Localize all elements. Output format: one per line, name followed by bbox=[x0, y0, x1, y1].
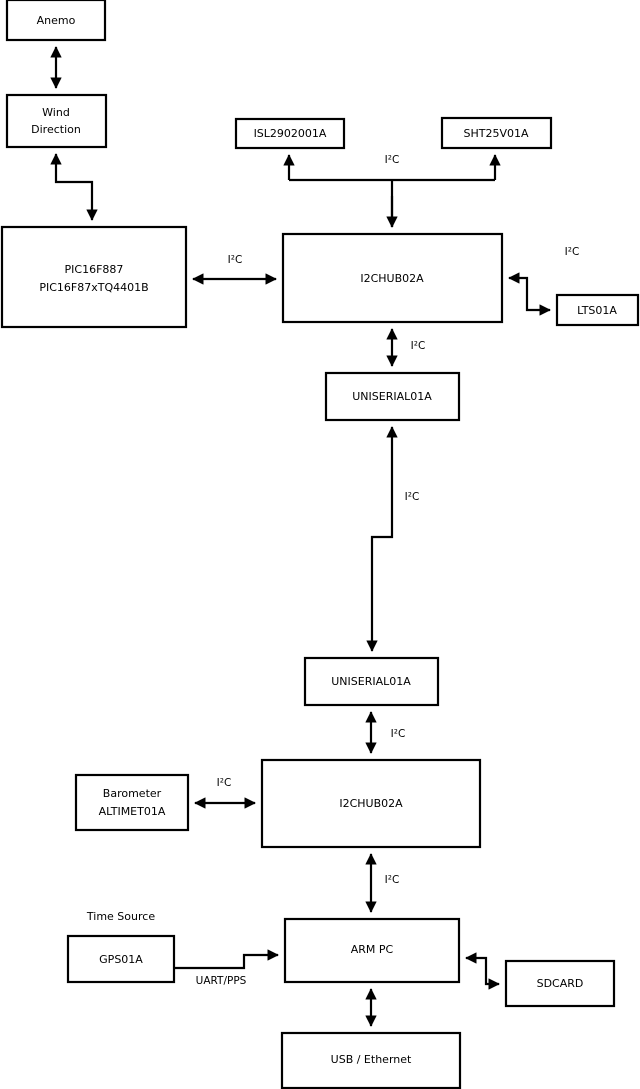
label-time-source: Time Source bbox=[86, 910, 155, 923]
node-i2chub02a-bottom[interactable]: I2CHUB02A bbox=[260, 758, 482, 849]
node-barometer-label-line1: Barometer bbox=[103, 787, 162, 800]
edge-label-uart-pps: UART/PPS bbox=[196, 975, 247, 987]
node-uniserial01a-lower[interactable]: UNISERIAL01A bbox=[303, 656, 440, 707]
edge-layer bbox=[50, 46, 551, 1027]
edge-uniserial-link bbox=[366, 426, 398, 652]
node-uniserial01a-lower-label: UNISERIAL01A bbox=[331, 675, 411, 688]
node-i2chub02a-bottom-label: I2CHUB02A bbox=[339, 797, 403, 810]
edge-hubtop-lts bbox=[508, 272, 551, 316]
node-anemo[interactable]: Anemo bbox=[5, 0, 107, 42]
edge-gps-armpc bbox=[174, 949, 279, 970]
node-barometer-label-line2: ALTIMET01A bbox=[99, 805, 166, 818]
node-i2chub02a-top[interactable]: I2CHUB02A bbox=[281, 232, 504, 324]
edge-label-i2c-hub2-armpc: I²C bbox=[385, 874, 400, 886]
node-pic-mcu-label-line2: PIC16F87xTQ4401B bbox=[39, 281, 148, 294]
edge-label-i2c-hub-uniserial: I²C bbox=[411, 340, 426, 352]
edge-label-i2c-pic-hub: I²C bbox=[228, 254, 243, 266]
node-lts01a-label: LTS01A bbox=[577, 304, 617, 317]
free-label-layer: Time Source bbox=[86, 910, 155, 923]
edge-label-layer: I²C I²C I²C I²C I²C I²C I²C I²C UART/PPS bbox=[196, 154, 580, 987]
node-pic-mcu-label-line1: PIC16F887 bbox=[65, 263, 124, 276]
node-sdcard-label: SDCARD bbox=[537, 977, 584, 990]
node-gps01a[interactable]: GPS01A bbox=[66, 934, 176, 984]
node-uniserial01a-upper-label: UNISERIAL01A bbox=[352, 390, 432, 403]
edge-label-i2c-uniserial-link: I²C bbox=[405, 491, 420, 503]
node-i2chub02a-top-label: I2CHUB02A bbox=[360, 272, 424, 285]
edge-label-i2c-barometer-hub2: I²C bbox=[217, 777, 232, 789]
edge-label-i2c-uniserial-hub2: I²C bbox=[391, 728, 406, 740]
node-lts01a[interactable]: LTS01A bbox=[555, 293, 640, 327]
node-barometer[interactable]: Barometer ALTIMET01A bbox=[74, 773, 190, 832]
node-uniserial01a-upper[interactable]: UNISERIAL01A bbox=[324, 371, 461, 422]
node-anemo-label: Anemo bbox=[37, 14, 76, 27]
edge-label-i2c-top-sensors: I²C bbox=[385, 154, 400, 166]
node-usb-ethernet-label: USB / Ethernet bbox=[331, 1053, 412, 1066]
node-wind-direction[interactable]: Wind Direction bbox=[5, 93, 108, 149]
node-gps01a-label: GPS01A bbox=[99, 953, 143, 966]
node-sdcard[interactable]: SDCARD bbox=[504, 959, 616, 1008]
node-isl2902001a[interactable]: ISL2902001A bbox=[234, 117, 346, 150]
node-isl2902001a-label: ISL2902001A bbox=[254, 127, 327, 140]
edge-armpc-sdcard bbox=[465, 952, 500, 990]
node-arm-pc-label: ARM PC bbox=[351, 943, 394, 956]
node-arm-pc[interactable]: ARM PC bbox=[283, 917, 461, 984]
node-wind-direction-label-line2: Direction bbox=[31, 123, 81, 136]
edge-label-i2c-hub-lts: I²C bbox=[565, 246, 580, 258]
edge-pic-wind bbox=[50, 153, 98, 221]
node-sht25v01a[interactable]: SHT25V01A bbox=[440, 116, 553, 150]
node-sht25v01a-label: SHT25V01A bbox=[463, 127, 528, 140]
node-usb-ethernet[interactable]: USB / Ethernet bbox=[280, 1031, 462, 1089]
node-pic-mcu[interactable]: PIC16F887 PIC16F87xTQ4401B bbox=[0, 225, 188, 329]
node-wind-direction-label-line1: Wind bbox=[42, 106, 70, 119]
